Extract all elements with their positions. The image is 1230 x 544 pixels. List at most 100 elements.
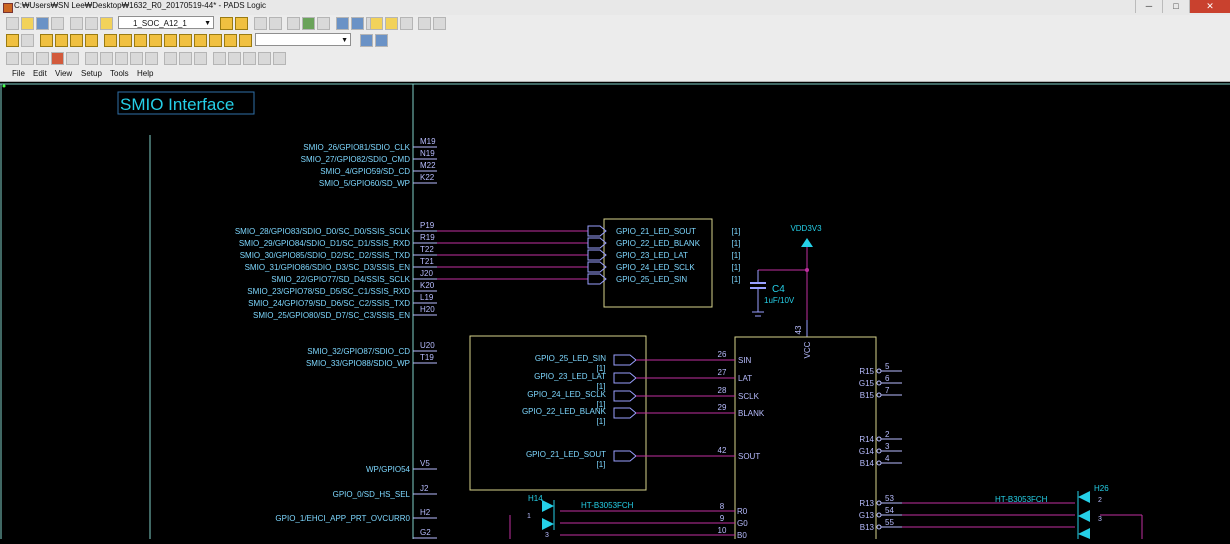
net-highlight-icon[interactable] <box>228 52 241 65</box>
led-pin-name: SIN <box>738 356 752 365</box>
cut-icon[interactable] <box>70 17 83 30</box>
arrow-down-icon[interactable] <box>375 34 388 47</box>
pin-label-icon[interactable] <box>243 52 256 65</box>
add-bus-icon[interactable] <box>70 34 83 47</box>
help-icon[interactable] <box>418 17 431 30</box>
flip-icon[interactable] <box>145 52 158 65</box>
add-net-label-icon[interactable] <box>164 34 177 47</box>
offpage-net-label: GPIO_21_LED_SOUT <box>616 227 696 236</box>
redo-icon[interactable] <box>269 17 282 30</box>
filter-icon[interactable] <box>21 34 34 47</box>
offpage-arrow <box>587 273 607 285</box>
offpage-arrow <box>613 390 637 402</box>
minimize-button[interactable]: ─ <box>1135 0 1162 13</box>
menu-tools[interactable]: Tools <box>110 69 129 78</box>
soc-pin-number: M19 <box>420 137 436 146</box>
undo-icon[interactable] <box>254 17 267 30</box>
led-pin: 3 <box>1098 516 1102 523</box>
print-icon[interactable] <box>51 17 64 30</box>
split-icon[interactable] <box>100 52 113 65</box>
offpage-arrow <box>613 372 637 384</box>
soc-pin-number: T22 <box>420 245 434 254</box>
soc-pin-number: J20 <box>420 269 433 278</box>
open-folder-icon[interactable] <box>21 17 34 30</box>
menu-edit[interactable]: Edit <box>33 69 47 78</box>
connect-icon[interactable] <box>273 52 286 65</box>
rotate-icon[interactable] <box>36 52 49 65</box>
add-power-icon[interactable] <box>179 34 192 47</box>
search-combo[interactable]: ▼ <box>255 33 351 46</box>
offpage-arrow <box>587 225 607 237</box>
offpage-arrow <box>587 249 607 261</box>
rgb-pin-name: B13 <box>860 523 875 532</box>
led-diode-icon <box>1078 491 1090 503</box>
window-icon[interactable] <box>400 17 413 30</box>
text-ab-icon[interactable] <box>239 34 252 47</box>
add-field-icon[interactable] <box>85 34 98 47</box>
menu-bar: File Edit View Setup Tools Help <box>0 67 1230 82</box>
swap-gate-icon[interactable] <box>194 52 207 65</box>
move-icon[interactable] <box>21 52 34 65</box>
swap-pin-icon[interactable] <box>179 52 192 65</box>
soc-net-label: SMIO_32/GPIO87/SDIO_CD <box>307 347 410 356</box>
menu-setup[interactable]: Setup <box>81 69 102 78</box>
offpage-arrow <box>613 354 637 366</box>
add-pin-icon[interactable] <box>164 52 177 65</box>
maximize-button[interactable]: □ <box>1162 0 1189 13</box>
zoom-icon[interactable] <box>287 17 300 30</box>
led-driver-ic <box>734 336 877 544</box>
soc-pin-number: N19 <box>420 149 435 158</box>
sheet-select[interactable]: 1_SOC_A12_1 ▼ <box>118 16 214 29</box>
app-icon <box>3 3 13 13</box>
paste-icon[interactable] <box>100 17 113 30</box>
attribute-icon[interactable] <box>213 52 226 65</box>
report-icon[interactable] <box>385 17 398 30</box>
soc-pin-number: J2 <box>420 484 429 493</box>
add-ground-icon[interactable] <box>194 34 207 47</box>
menu-view[interactable]: View <box>55 69 73 78</box>
new-file-icon[interactable] <box>6 17 19 30</box>
draw-polyline-icon[interactable] <box>149 34 162 47</box>
offpage-arrow <box>587 237 607 249</box>
led-part: HT-B3053FCH <box>581 501 634 510</box>
copy-icon[interactable] <box>85 17 98 30</box>
wire-icon[interactable] <box>85 52 98 65</box>
bus-entry-icon[interactable] <box>115 52 128 65</box>
add-part-icon[interactable] <box>40 34 53 47</box>
draw-line-icon[interactable] <box>104 34 117 47</box>
draw-circle-icon[interactable] <box>119 34 132 47</box>
pointer-icon[interactable] <box>6 52 19 65</box>
menu-help[interactable]: Help <box>137 69 154 78</box>
led-pin-number: 27 <box>718 368 727 377</box>
whats-this-icon[interactable] <box>433 17 446 30</box>
rgb-pin-number: 3 <box>885 442 890 451</box>
properties-icon[interactable] <box>302 17 315 30</box>
arrow-up-icon[interactable] <box>360 34 373 47</box>
library-icon[interactable] <box>370 17 383 30</box>
add-text-icon[interactable] <box>224 34 237 47</box>
menu-file[interactable]: File <box>12 69 25 78</box>
offpage-net-label: GPIO_22_LED_BLANK <box>616 239 701 248</box>
mirror-icon[interactable] <box>130 52 143 65</box>
delete-icon[interactable] <box>51 52 64 65</box>
add-offpage-icon[interactable] <box>209 34 222 47</box>
save-icon[interactable] <box>36 17 49 30</box>
copy-part-icon[interactable] <box>66 52 79 65</box>
schematic-mode-icon[interactable] <box>235 17 248 30</box>
pen-icon[interactable] <box>317 17 330 30</box>
pin-bubble <box>876 524 882 530</box>
draw-arc-icon[interactable] <box>134 34 147 47</box>
design-select-icon[interactable] <box>6 34 19 47</box>
layout-icon[interactable] <box>336 17 349 30</box>
select-mode-icon[interactable] <box>220 17 233 30</box>
rgb-pin-name: B14 <box>860 459 875 468</box>
decal-icon[interactable] <box>258 52 271 65</box>
close-button[interactable]: ✕ <box>1189 0 1230 13</box>
rgb-pin-number: 53 <box>885 494 894 503</box>
led-ref: H26 <box>1094 484 1109 493</box>
router-icon[interactable] <box>351 17 364 30</box>
led-net-ref: [1] <box>597 382 606 391</box>
add-connection-icon[interactable] <box>55 34 68 47</box>
led-diode-icon <box>542 500 554 512</box>
